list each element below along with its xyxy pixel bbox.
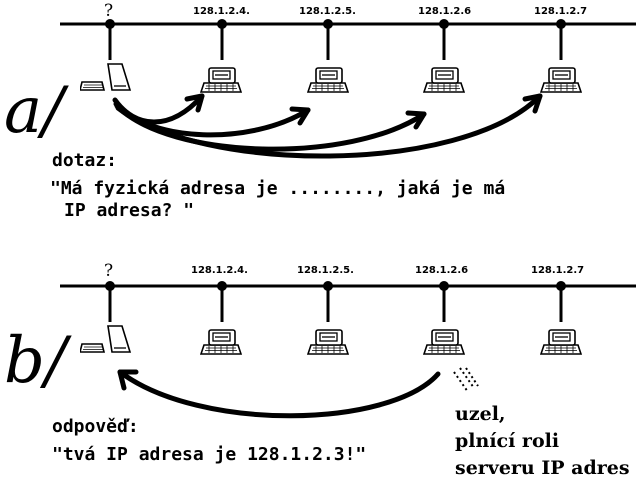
host-ip-label: 128.1.2.7 <box>531 265 584 276</box>
reply-arrow <box>117 369 441 419</box>
computer-icon <box>200 67 242 93</box>
computer-icon <box>540 67 582 93</box>
query-title: dotaz: <box>52 150 117 171</box>
requester-node: ? <box>80 1 131 91</box>
server-node: 128.1.2.6 <box>415 265 468 355</box>
reply-title: odpověď: <box>52 416 139 437</box>
server-note: uzel, <box>455 403 506 425</box>
host-node: 128.1.2.5. <box>299 6 356 93</box>
host-ip-label: 128.1.2.6 <box>415 265 468 276</box>
panel-b: ? 128.1.2.4. 128.1.2.5. 128.1.2.6 128.1.… <box>4 261 636 479</box>
host-ip-label: 128.1.2.6 <box>418 6 471 17</box>
unknown-address-label: ? <box>104 261 113 281</box>
computer-icon <box>200 329 242 355</box>
unknown-address-label: ? <box>104 1 113 21</box>
host-node: 128.1.2.7 <box>531 265 584 355</box>
broadcast-arrows <box>112 93 543 159</box>
reply-text: "tvá IP adresa je 128.1.2.3!" <box>52 444 366 465</box>
panel-a: ? 128.1.2.4. 128.1.2.5. 128.1.2.6 128.1.… <box>4 1 636 221</box>
panel-letter: b/ <box>4 324 72 398</box>
workstation-icon <box>80 63 131 91</box>
computer-icon <box>307 67 349 93</box>
host-ip-label: 128.1.2.4. <box>193 6 250 17</box>
host-ip-label: 128.1.2.5. <box>297 265 354 276</box>
requester-node: ? <box>80 261 131 353</box>
query-text: "Má fyzická adresa je ........, jaká je … <box>50 178 505 199</box>
host-node: 128.1.2.5. <box>297 265 354 355</box>
query-text: IP adresa? " <box>64 200 194 221</box>
server-note: plnící roli <box>455 430 559 452</box>
computer-icon <box>423 67 465 93</box>
server-note: serveru IP adres <box>455 457 630 479</box>
workstation-icon <box>80 325 131 353</box>
host-node: 128.1.2.4. <box>193 6 250 93</box>
server-pointer <box>453 367 479 393</box>
host-node: 128.1.2.7 <box>534 6 587 93</box>
host-node: 128.1.2.4. <box>191 265 248 355</box>
panel-letter: a/ <box>4 74 69 148</box>
computer-icon <box>540 329 582 355</box>
host-ip-label: 128.1.2.7 <box>534 6 587 17</box>
host-ip-label: 128.1.2.4. <box>191 265 248 276</box>
request-arrow <box>115 93 543 159</box>
host-ip-label: 128.1.2.5. <box>299 6 356 17</box>
computer-icon <box>423 329 465 355</box>
computer-icon <box>307 329 349 355</box>
host-node: 128.1.2.6 <box>418 6 471 93</box>
